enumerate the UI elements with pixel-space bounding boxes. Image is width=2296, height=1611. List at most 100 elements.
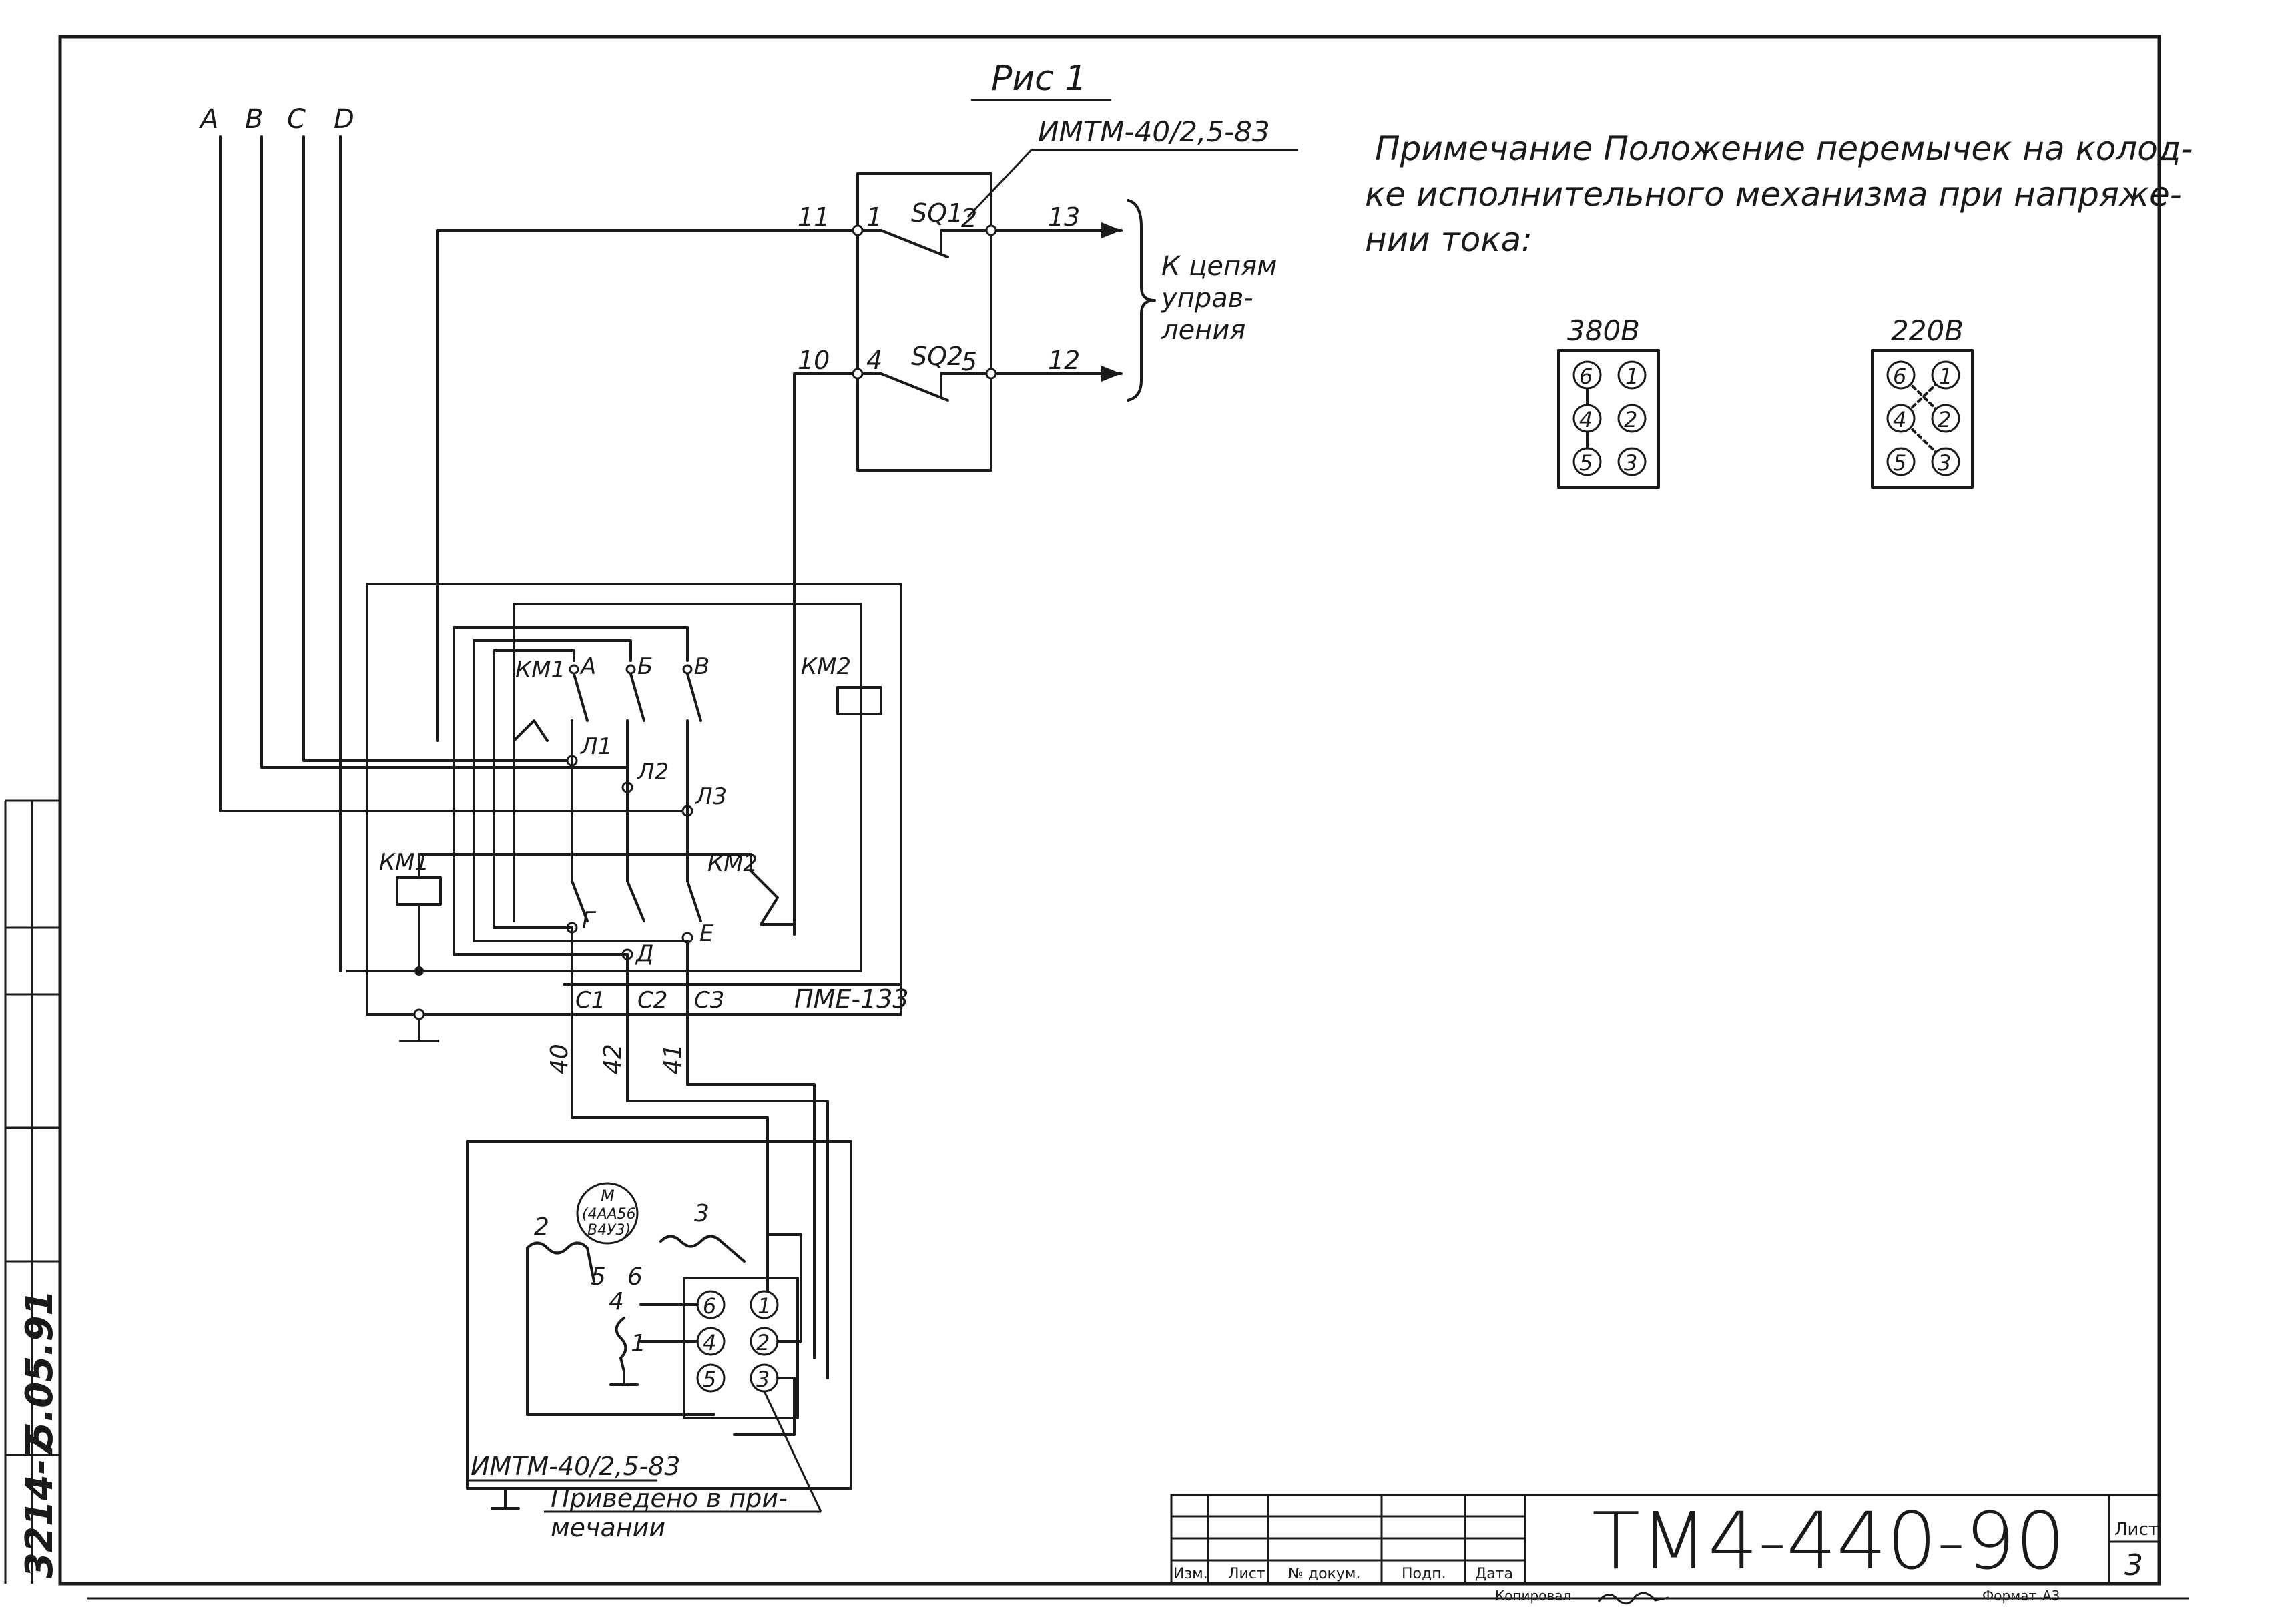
svg-text:2: 2 [1938,407,1951,432]
contact-d-label: Д [635,940,654,967]
svg-text:3: 3 [756,1367,770,1392]
km1-top-label: КМ1 [515,657,565,683]
col-izm: Изм. [1173,1566,1208,1582]
svg-text:6: 6 [703,1293,716,1319]
title-block: Изм. Лист № докум. Подп. Дата ТМ4-440-90… [1170,1494,2161,1605]
sq2-wire-out: 12 [1048,346,1080,375]
col-date: Дата [1475,1566,1513,1582]
svg-text:4: 4 [1893,407,1906,432]
contact-e-label: Е [699,920,714,947]
sq2-term-out: 5 [961,347,977,376]
bus-label-a: A [198,104,218,135]
winding-1: 1 [631,1330,646,1357]
l2-label: Л2 [636,759,669,785]
format-label: Формат [1982,1588,2036,1604]
svg-text:1: 1 [1939,364,1952,389]
bus-wire-a [219,135,689,812]
col-list: Лист [1228,1566,1265,1582]
km2-coil-label: КМ2 [801,653,851,680]
sq1-wire-in: 11 [798,202,830,232]
winding-3: 3 [694,1200,709,1227]
sq2-wire-in: 10 [798,346,830,375]
svg-text:5: 5 [1579,450,1593,476]
motor-variant: В4У3) [587,1222,631,1239]
starter-pme133: КМ1 А Б В Л1 Л2 Л3 КМ2 КМ1 КМ2 Г Д Е [346,583,909,1102]
l3-label: Л3 [694,783,727,810]
sq1-wire-out: 13 [1048,202,1080,232]
contact-g-label: Г [582,907,597,934]
sq1-term-out: 2 [961,204,977,233]
note-line-2: ке исполнительного механизма при напряже… [1365,175,2182,214]
wire-42: 42 [599,1044,627,1074]
svg-text:6: 6 [1579,364,1593,389]
svg-text:2: 2 [1624,407,1637,432]
control-label-2: управ- [1161,283,1253,314]
l1-label: Л1 [579,733,612,760]
output-c1: С1 [575,987,605,1014]
sheet-number: 3 [2124,1548,2143,1582]
sq2-label: SQ2 [911,342,963,371]
block-380-label: 380В [1567,314,1640,347]
svg-text:4: 4 [703,1330,716,1355]
note-ref-2: мечании [551,1513,665,1542]
svg-text:5: 5 [703,1367,716,1392]
copied-label: Копировал [1495,1588,1571,1604]
bus-label-b: B [245,104,263,135]
wire-40: 40 [546,1044,573,1074]
winding-6: 6 [627,1263,643,1291]
bus-label-d: D [334,104,354,135]
bus-wire-c [302,135,573,762]
terminal-block-220: 220В 6 1 4 2 5 3 [1871,314,1974,489]
block-220-label: 220В [1891,314,1964,347]
winding-5: 5 [591,1263,606,1291]
km2-bottom-label: КМ2 [707,850,758,877]
output-c2: С2 [637,987,667,1014]
contact-b-label: Б [637,653,653,680]
motor-type: (4АА56 [582,1206,636,1223]
svg-text:1: 1 [758,1293,771,1319]
control-label-1: К цепям [1161,251,1277,282]
winding-2: 2 [534,1213,549,1241]
copier-signature [1597,1592,1669,1605]
note-line-3: нии тока: [1365,220,1532,259]
starter-model: ПМЕ-133 [794,984,909,1014]
doc-number: ТМ4-440-90 [1592,1495,2066,1587]
wire-41: 41 [659,1044,687,1074]
figure-title: Рис 1 [991,59,1087,99]
control-brace [1127,199,1156,402]
format-value: А3 [2042,1588,2060,1604]
bus-wire-b [260,135,629,769]
motor-m: М [601,1187,615,1205]
sq1-label: SQ1 [911,198,963,228]
sheet-label: Лист [2114,1520,2159,1540]
contact-v-label: В [694,653,709,680]
sq1-term-in: 1 [866,202,882,232]
winding-4: 4 [609,1288,624,1315]
output-c3: С3 [694,987,724,1014]
device-ref-label: ИМТМ-40/2,5-83 [1038,115,1270,148]
terminal-block-380: 380В 6 1 4 2 5 3 [1557,314,1660,489]
bus-label-c: C [287,104,306,135]
note-line-1: Примечание Положение перемычек на колод- [1375,129,2193,168]
margin-stamp: 5.05.91 3214-7 [4,799,61,1584]
sheet-frame [58,35,2161,1586]
control-label-3: ления [1161,315,1245,346]
motor-box: М (4АА56 В4У3) 2 5 6 3 4 1 6 1 4 2 5 3 И… [466,1140,852,1510]
col-sign: Подп. [1402,1566,1446,1582]
col-doc: № докум. [1288,1566,1360,1582]
svg-text:4: 4 [1579,407,1593,432]
svg-text:3: 3 [1624,450,1637,476]
sq2-term-in: 4 [866,346,882,375]
motor-device-label: ИМТМ-40/2,5-83 [471,1452,681,1481]
margin-date: 5.05.91 [18,1290,61,1448]
contact-a-label: А [579,653,596,680]
svg-text:2: 2 [756,1330,770,1355]
margin-inv: 3214-7 [18,1433,61,1578]
note-ref-1: Приведено в при- [551,1484,788,1513]
svg-text:5: 5 [1893,450,1906,476]
limit-switch-box [856,172,992,472]
svg-text:1: 1 [1625,364,1639,389]
svg-text:3: 3 [1938,450,1951,476]
svg-text:6: 6 [1893,364,1906,389]
